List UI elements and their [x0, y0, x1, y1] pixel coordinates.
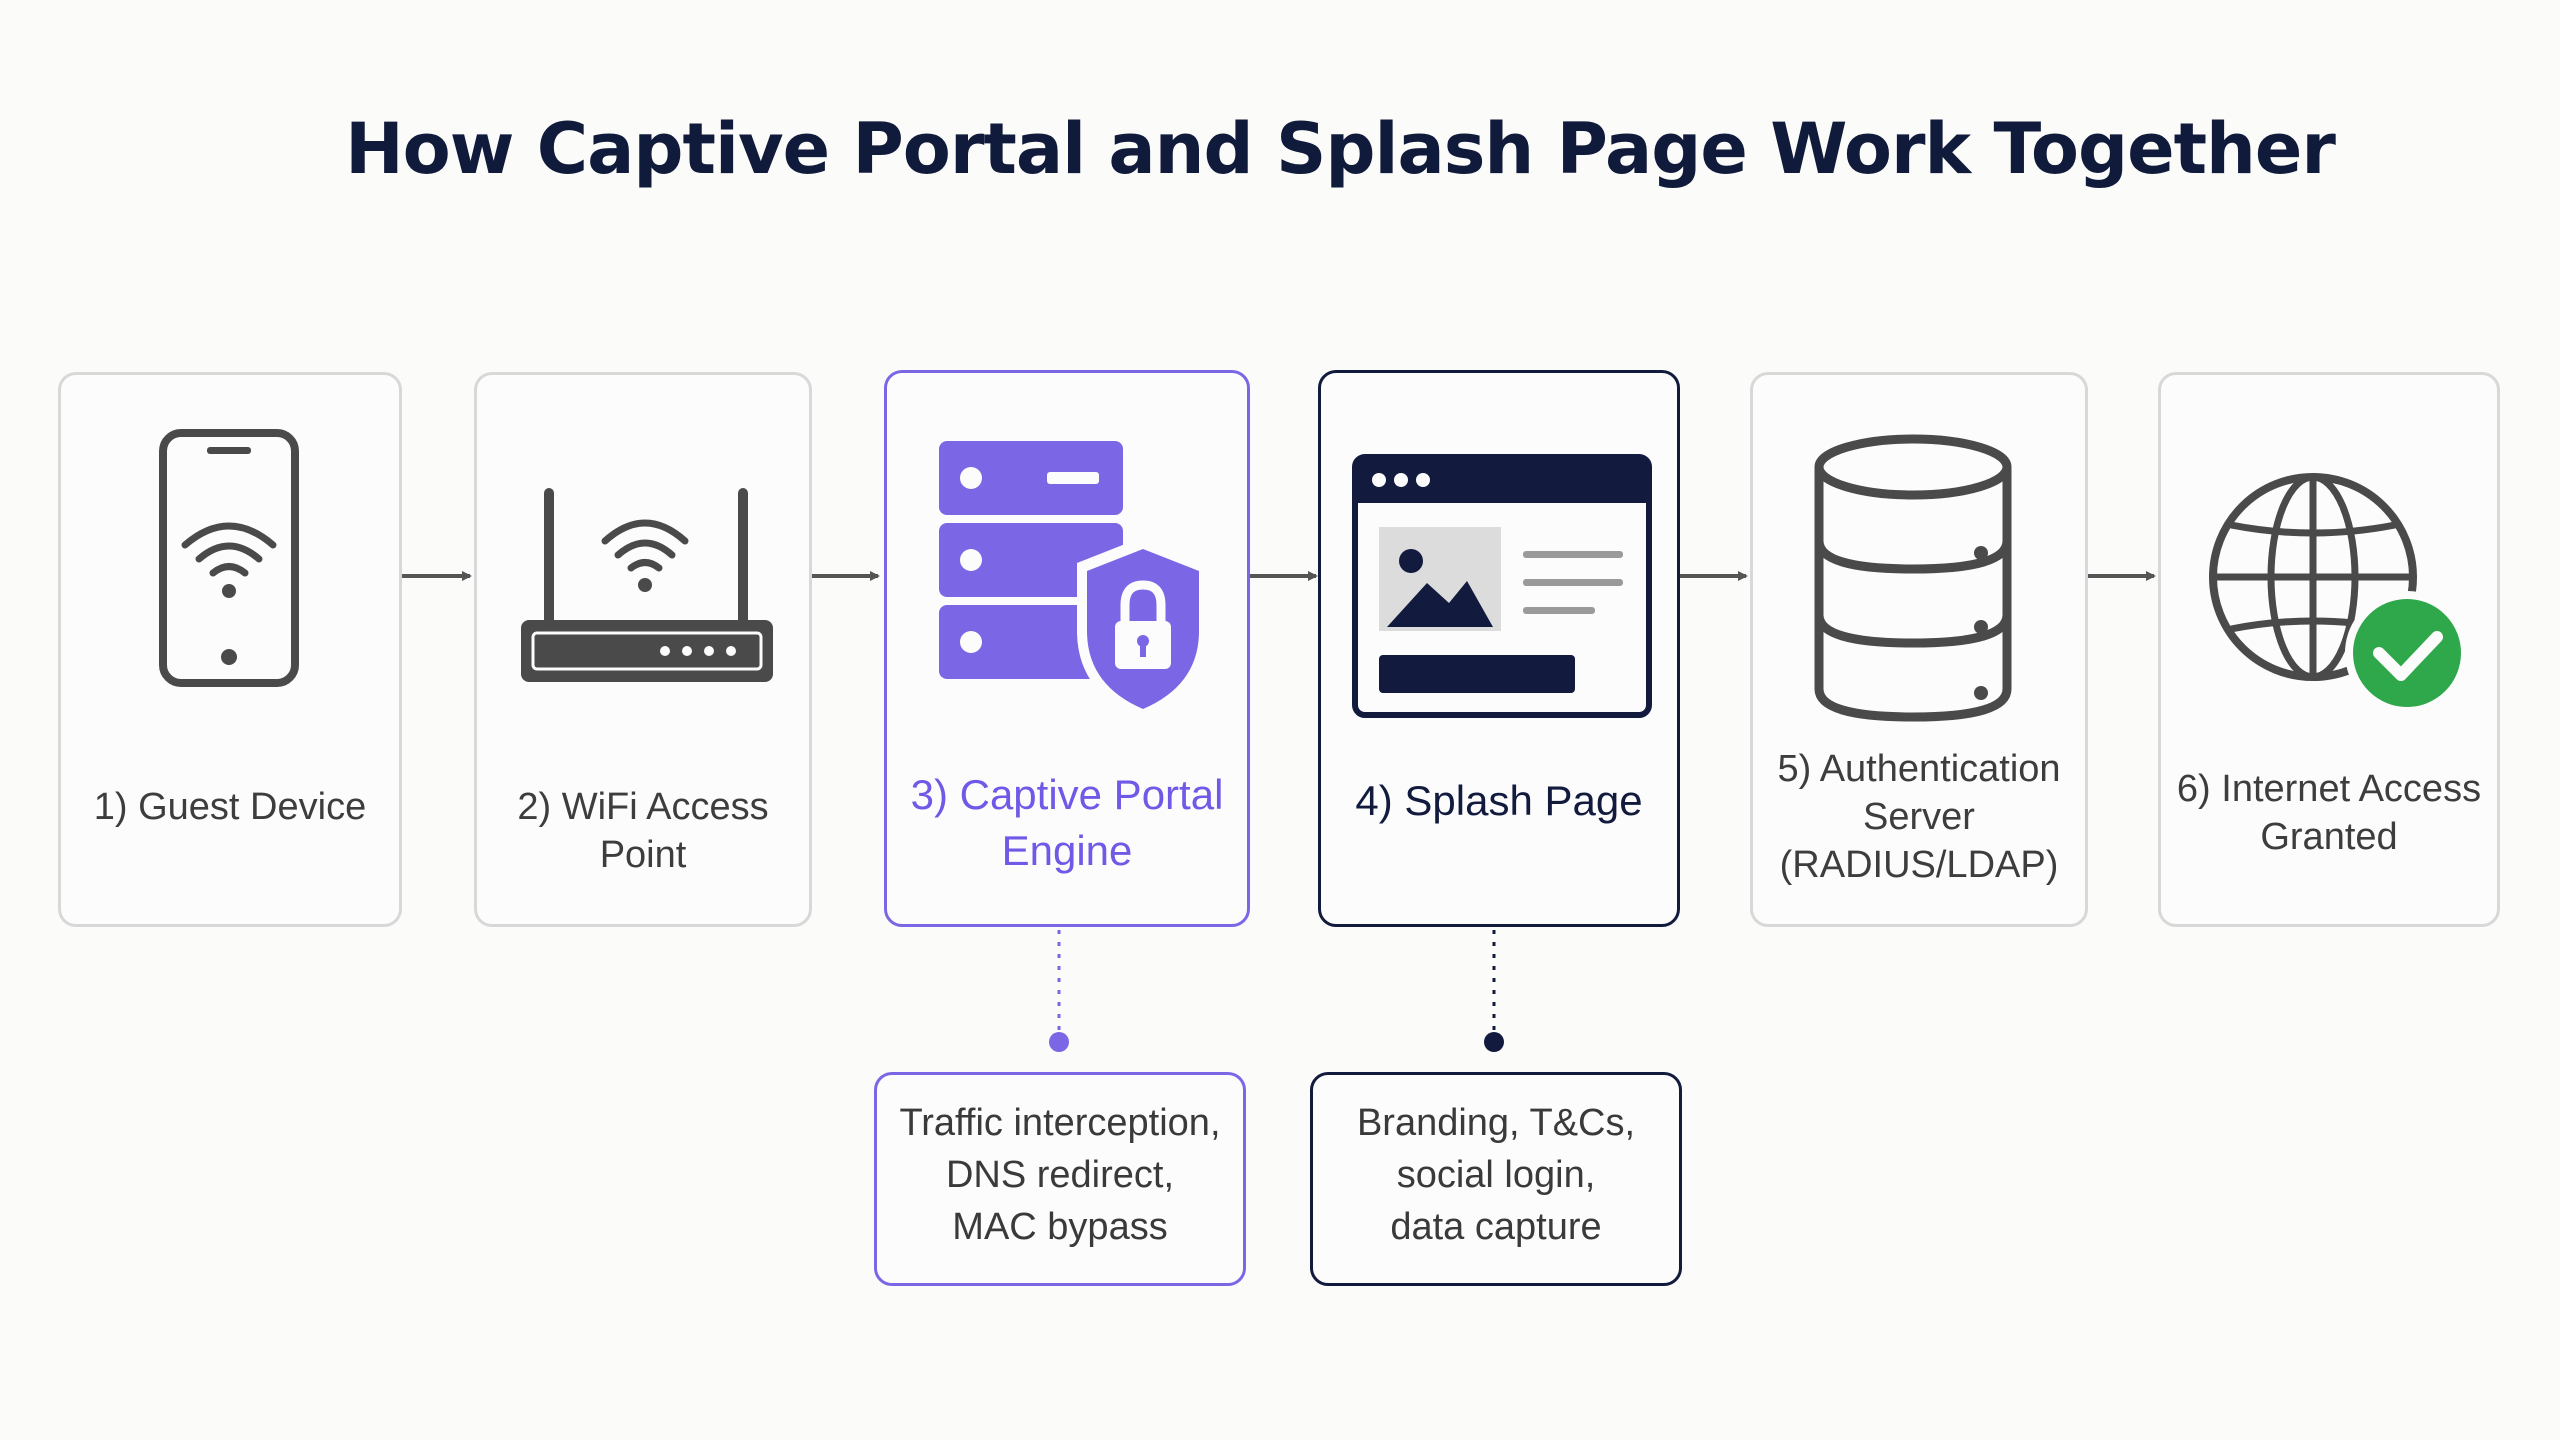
server-shield-lock-icon	[939, 441, 1209, 721]
step-internet-access-granted: 6) Internet Access Granted	[2158, 372, 2500, 927]
note-splash-page: Branding, T&Cs, social login, data captu…	[1310, 1072, 1682, 1286]
step-authentication-server: 5) Authentication Server (RADIUS/LDAP)	[1750, 372, 2088, 927]
leader-dot-splash	[1484, 1032, 1504, 1052]
step-guest-device: 1) Guest Device	[58, 372, 402, 927]
step-splash-page: 4) Splash Page	[1318, 370, 1680, 927]
step-label: 2) WiFi Access Point	[517, 786, 769, 876]
database-icon	[1814, 434, 2012, 722]
step-label: 1) Guest Device	[93, 786, 367, 828]
step-captive-portal-engine: 3) Captive Portal Engine	[884, 370, 1250, 927]
note-captive-portal: Traffic interception, DNS redirect, MAC …	[874, 1072, 1246, 1286]
diagram-title: How Captive Portal and Splash Page Work …	[345, 108, 2336, 190]
smartphone-wifi-icon	[159, 429, 299, 687]
step-label: 4) Splash Page	[1355, 777, 1643, 824]
leader-dot-portal	[1049, 1032, 1069, 1052]
step-label: 6) Internet Access Granted	[2176, 768, 2482, 858]
browser-window-icon	[1352, 454, 1652, 718]
step-wifi-access-point: 2) WiFi Access Point	[474, 372, 812, 927]
globe-check-icon	[2209, 473, 2469, 715]
step-label: 5) Authentication Server (RADIUS/LDAP)	[1777, 748, 2061, 886]
step-label: 3) Captive Portal Engine	[910, 771, 1224, 874]
router-icon	[521, 488, 773, 682]
note-text: Branding, T&Cs, social login, data captu…	[1356, 1102, 1636, 1248]
note-text: Traffic interception, DNS redirect, MAC …	[899, 1102, 1221, 1248]
